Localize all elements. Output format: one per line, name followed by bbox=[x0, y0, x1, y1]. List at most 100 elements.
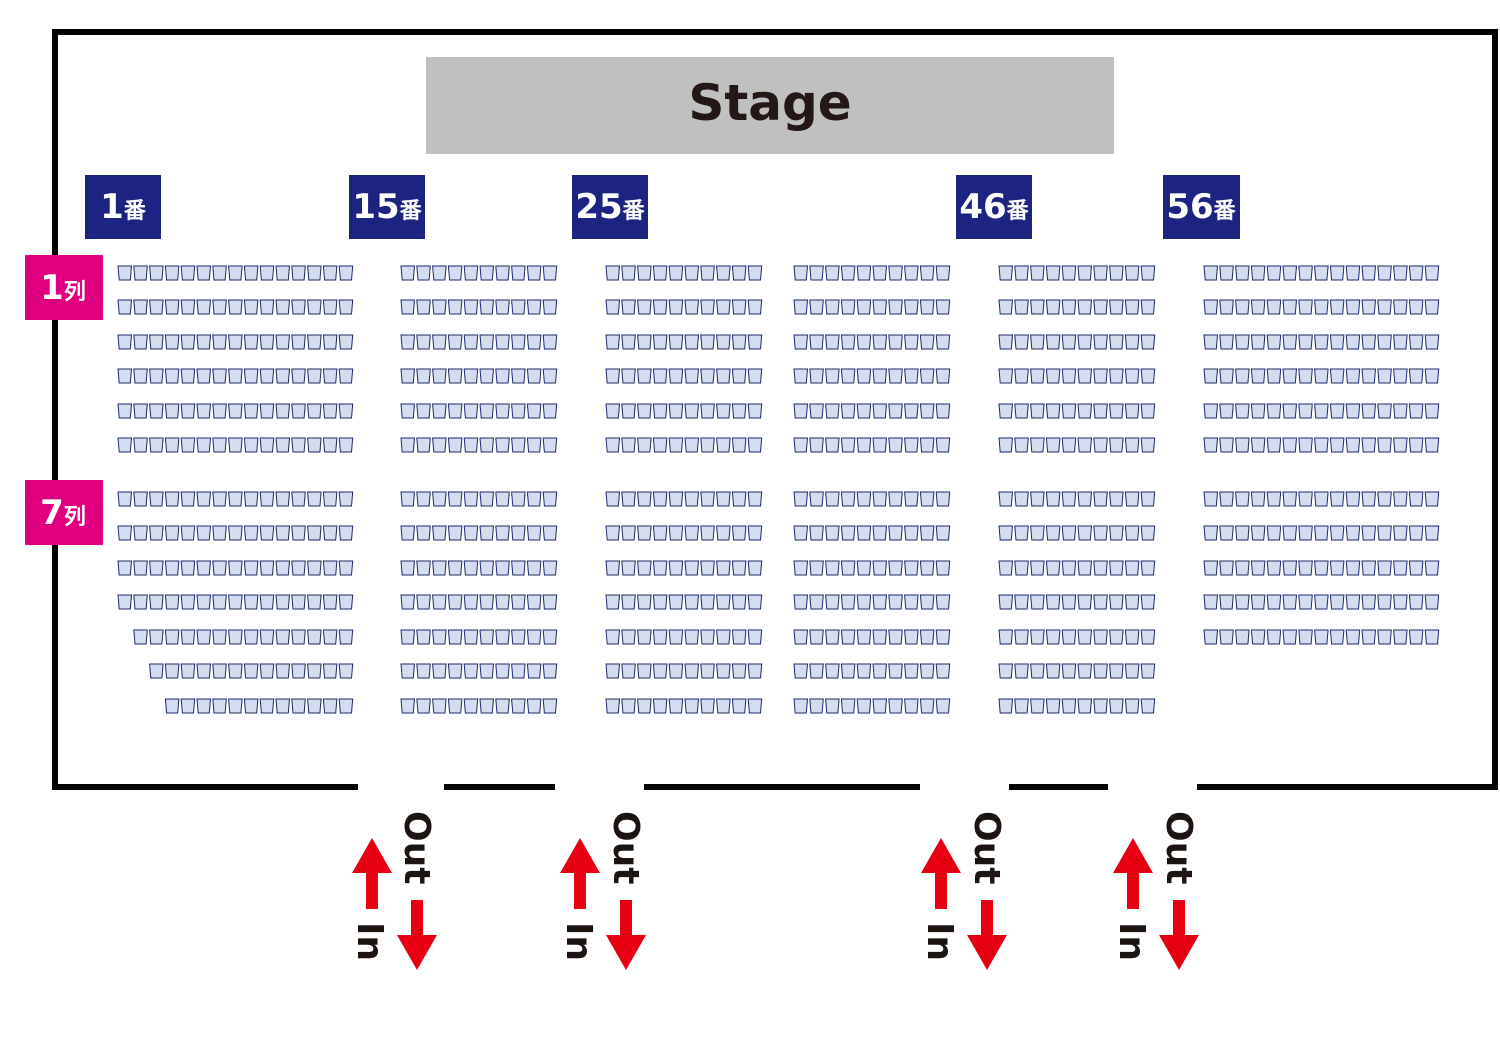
seat[interactable] bbox=[291, 334, 306, 350]
seat[interactable] bbox=[463, 525, 479, 541]
seat[interactable] bbox=[432, 560, 447, 576]
seat[interactable] bbox=[652, 403, 668, 419]
seat[interactable] bbox=[1314, 560, 1329, 576]
seat[interactable] bbox=[1314, 403, 1329, 419]
seat[interactable] bbox=[228, 525, 243, 541]
seat[interactable] bbox=[935, 299, 951, 315]
seat[interactable] bbox=[307, 368, 322, 384]
seat[interactable] bbox=[605, 594, 621, 610]
seat[interactable] bbox=[479, 594, 495, 610]
seat[interactable] bbox=[338, 299, 354, 315]
seat[interactable] bbox=[731, 299, 747, 315]
seat[interactable] bbox=[1329, 560, 1345, 576]
seat[interactable] bbox=[1250, 560, 1266, 576]
seat[interactable] bbox=[731, 368, 747, 384]
seat[interactable] bbox=[479, 525, 495, 541]
seat[interactable] bbox=[1424, 265, 1440, 281]
seat[interactable] bbox=[338, 437, 354, 453]
seat[interactable] bbox=[919, 299, 935, 315]
seat[interactable] bbox=[511, 491, 526, 507]
seat[interactable] bbox=[1250, 334, 1266, 350]
seat[interactable] bbox=[668, 629, 684, 645]
seat[interactable] bbox=[793, 368, 809, 384]
seat[interactable] bbox=[1109, 525, 1124, 541]
seat[interactable] bbox=[1408, 594, 1424, 610]
seat[interactable] bbox=[259, 403, 275, 419]
seat[interactable] bbox=[322, 663, 338, 679]
seat[interactable] bbox=[1314, 368, 1329, 384]
seat[interactable] bbox=[1061, 560, 1077, 576]
seat[interactable] bbox=[1424, 594, 1440, 610]
seat[interactable] bbox=[1077, 698, 1093, 714]
seat[interactable] bbox=[1250, 265, 1266, 281]
seat[interactable] bbox=[684, 334, 700, 350]
seat[interactable] bbox=[432, 403, 447, 419]
seat[interactable] bbox=[1077, 629, 1093, 645]
seat[interactable] bbox=[338, 594, 354, 610]
seat[interactable] bbox=[322, 525, 338, 541]
seat[interactable] bbox=[731, 265, 747, 281]
seat[interactable] bbox=[196, 403, 212, 419]
seat[interactable] bbox=[463, 334, 479, 350]
seat[interactable] bbox=[1124, 368, 1140, 384]
seat[interactable] bbox=[228, 594, 243, 610]
seat[interactable] bbox=[164, 491, 180, 507]
seat[interactable] bbox=[416, 368, 431, 384]
seat[interactable] bbox=[904, 437, 919, 453]
seat[interactable] bbox=[1408, 629, 1424, 645]
seat[interactable] bbox=[872, 594, 888, 610]
seat[interactable] bbox=[511, 663, 526, 679]
seat[interactable] bbox=[463, 403, 479, 419]
seat[interactable] bbox=[1219, 629, 1234, 645]
seat[interactable] bbox=[322, 403, 338, 419]
seat[interactable] bbox=[1345, 525, 1361, 541]
seat[interactable] bbox=[605, 491, 621, 507]
seat[interactable] bbox=[1124, 698, 1140, 714]
seat[interactable] bbox=[605, 265, 621, 281]
seat[interactable] bbox=[1030, 403, 1045, 419]
seat[interactable] bbox=[793, 437, 809, 453]
seat[interactable] bbox=[291, 525, 306, 541]
seat[interactable] bbox=[164, 403, 180, 419]
seat[interactable] bbox=[196, 698, 212, 714]
seat[interactable] bbox=[668, 491, 684, 507]
seat[interactable] bbox=[1030, 594, 1045, 610]
seat[interactable] bbox=[793, 403, 809, 419]
seat[interactable] bbox=[259, 437, 275, 453]
seat[interactable] bbox=[307, 437, 322, 453]
seat[interactable] bbox=[825, 334, 840, 350]
seat[interactable] bbox=[1203, 265, 1219, 281]
seat[interactable] bbox=[243, 629, 259, 645]
seat[interactable] bbox=[542, 334, 558, 350]
seat[interactable] bbox=[149, 491, 164, 507]
seat[interactable] bbox=[1014, 403, 1029, 419]
seat[interactable] bbox=[621, 560, 636, 576]
seat[interactable] bbox=[463, 299, 479, 315]
seat[interactable] bbox=[259, 594, 275, 610]
seat[interactable] bbox=[935, 265, 951, 281]
seat[interactable] bbox=[1045, 368, 1061, 384]
seat[interactable] bbox=[716, 491, 731, 507]
seat[interactable] bbox=[212, 698, 227, 714]
seat[interactable] bbox=[637, 334, 652, 350]
seat[interactable] bbox=[684, 525, 700, 541]
seat[interactable] bbox=[416, 265, 431, 281]
seat[interactable] bbox=[1282, 265, 1298, 281]
seat[interactable] bbox=[1109, 629, 1124, 645]
seat[interactable] bbox=[1140, 299, 1156, 315]
seat[interactable] bbox=[1140, 265, 1156, 281]
seat[interactable] bbox=[809, 491, 824, 507]
seat[interactable] bbox=[149, 403, 164, 419]
seat[interactable] bbox=[1109, 663, 1124, 679]
seat[interactable] bbox=[935, 491, 951, 507]
seat[interactable] bbox=[1393, 437, 1408, 453]
seat[interactable] bbox=[1329, 594, 1345, 610]
seat[interactable] bbox=[1282, 299, 1298, 315]
seat[interactable] bbox=[212, 560, 227, 576]
seat[interactable] bbox=[1014, 491, 1029, 507]
seat[interactable] bbox=[872, 663, 888, 679]
seat[interactable] bbox=[1203, 437, 1219, 453]
seat[interactable] bbox=[1235, 403, 1250, 419]
seat[interactable] bbox=[856, 299, 872, 315]
seat[interactable] bbox=[668, 525, 684, 541]
